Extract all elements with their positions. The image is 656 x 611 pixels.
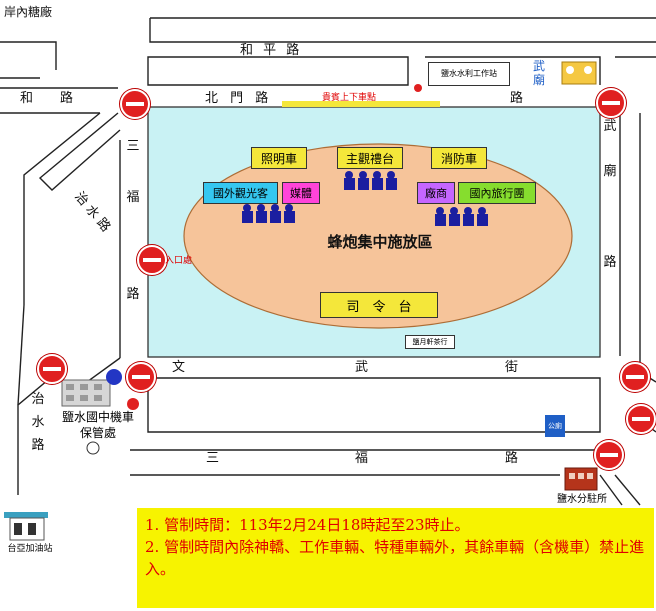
road-san-fu-3: 路 bbox=[505, 451, 519, 466]
traffic-control-notice: 1. 管制時間：113年2月24日18時起至23時止。 2. 管制時間內除神轎、… bbox=[137, 508, 654, 608]
road-wen-wu-1: 文 bbox=[172, 360, 186, 375]
no-entry-sign-icon bbox=[120, 89, 150, 119]
vendors-label: 廠商 bbox=[417, 182, 455, 204]
small-dot-icon bbox=[414, 84, 422, 92]
venue-label: 蜂炮集中施放區 bbox=[327, 232, 433, 251]
domestic-tours-label: 國內旅行團 bbox=[458, 182, 536, 204]
no-entry-sign-icon bbox=[626, 404, 656, 434]
foreign-tourists-label: 國外觀光客 bbox=[203, 182, 278, 204]
temple-label: 武廟 bbox=[533, 58, 546, 87]
road-san-fu-2: 福 bbox=[355, 451, 369, 466]
info-circle-icon bbox=[86, 441, 100, 455]
main-stage-label: 主觀禮台 bbox=[337, 147, 403, 169]
no-entry-sign-icon bbox=[137, 245, 167, 275]
people-group-left bbox=[242, 204, 295, 223]
police-label: 鹽水分駐所 bbox=[557, 493, 607, 505]
toilet-label: 公廁 bbox=[548, 421, 562, 430]
road-bei-men-end: 路 bbox=[510, 91, 524, 106]
blue-circle-icon bbox=[106, 369, 122, 385]
no-entry-sign-icon bbox=[596, 88, 626, 118]
police-station-icon bbox=[564, 467, 598, 491]
fire-truck-label: 消防車 bbox=[431, 147, 487, 169]
people-icons bbox=[242, 171, 488, 226]
media-label: 媒體 bbox=[282, 182, 320, 204]
road-san-fu-vertical: 三 福 路 bbox=[126, 139, 140, 302]
entrance-label: 入口處 bbox=[165, 256, 193, 266]
guest-drop-bar bbox=[282, 101, 440, 107]
water-station-label: 鹽水水利工作站 bbox=[428, 62, 510, 86]
road-bei-men: 北 門 路 bbox=[205, 91, 273, 106]
gas-station-label: 台亞加油站 bbox=[7, 543, 53, 554]
label-top-left: 岸內糖廠 bbox=[4, 5, 53, 19]
gas-station-icon bbox=[4, 512, 48, 541]
notice-line-2: 2. 管制時間內除神轎、工作車輛、特種車輛外，其餘車輛（含機車）禁止進入。 bbox=[145, 538, 645, 578]
command-stage-label: 司 令 台 bbox=[320, 292, 438, 318]
road-he-ping: 和 平 路 bbox=[240, 43, 303, 58]
people-group-center bbox=[344, 171, 397, 190]
road-he: 和 bbox=[20, 91, 34, 106]
small-sign-label: 鹽月軒茶行 bbox=[405, 335, 455, 349]
school-building-icon bbox=[61, 379, 111, 407]
temple-icon bbox=[561, 61, 597, 85]
lighting-truck-label: 照明車 bbox=[251, 147, 307, 169]
road-lu: 路 bbox=[60, 91, 74, 106]
road-wu-miao: 武 廟 路 bbox=[603, 119, 617, 270]
no-entry-sign-icon bbox=[620, 362, 650, 392]
road-lines bbox=[0, 17, 656, 506]
toilet-icon bbox=[545, 415, 565, 437]
road-wen-wu-3: 街 bbox=[505, 360, 519, 375]
guest-drop-label: 貴賓上下車點 bbox=[322, 93, 377, 103]
road-wen-wu-2: 武 bbox=[355, 360, 369, 375]
no-entry-sign-icon bbox=[126, 362, 156, 392]
people-group-right bbox=[435, 207, 488, 226]
road-zhi-shui-lower: 治 水 路 bbox=[31, 392, 45, 453]
no-entry-sign-icon bbox=[37, 354, 67, 384]
notice-line-1: 1. 管制時間：113年2月24日18時起至23時止。 bbox=[145, 516, 470, 534]
road-san-fu-1: 三 bbox=[206, 451, 220, 466]
no-entry-sign-icon bbox=[594, 440, 624, 470]
small-no-entry-icon bbox=[127, 398, 139, 410]
school-label: 鹽水國中機車保管處 bbox=[61, 410, 134, 440]
